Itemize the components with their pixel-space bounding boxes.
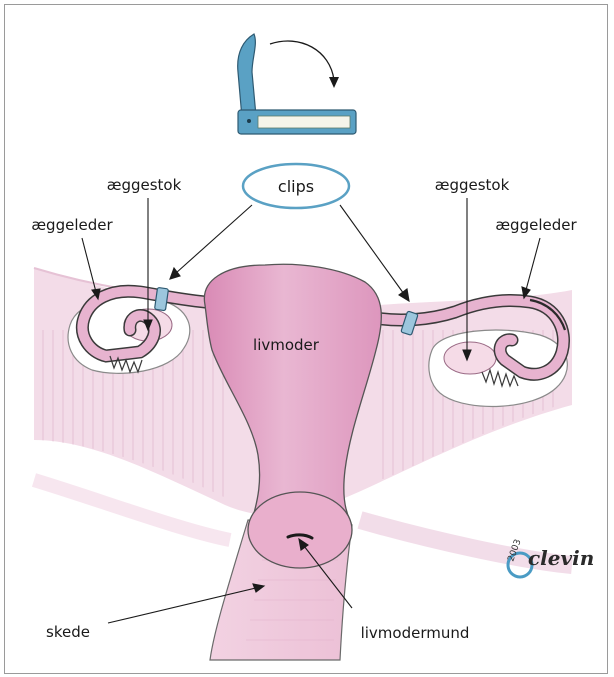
label-ovary-right: æggestok: [435, 176, 510, 194]
label-cervix: livmodermund: [361, 624, 470, 642]
label-ovary-left: æggestok: [107, 176, 182, 194]
cervix: [248, 492, 352, 568]
label-clips: clips: [278, 177, 314, 196]
label-uterus: livmoder: [253, 336, 320, 354]
label-vagina: skede: [46, 623, 90, 641]
label-tube-right: æggeleder: [495, 216, 577, 234]
clip-illustration: [238, 34, 356, 134]
label-tube-left: æggeleder: [31, 216, 113, 234]
left-tube-clip: [155, 287, 169, 310]
logo-brand: clevin: [528, 546, 594, 570]
